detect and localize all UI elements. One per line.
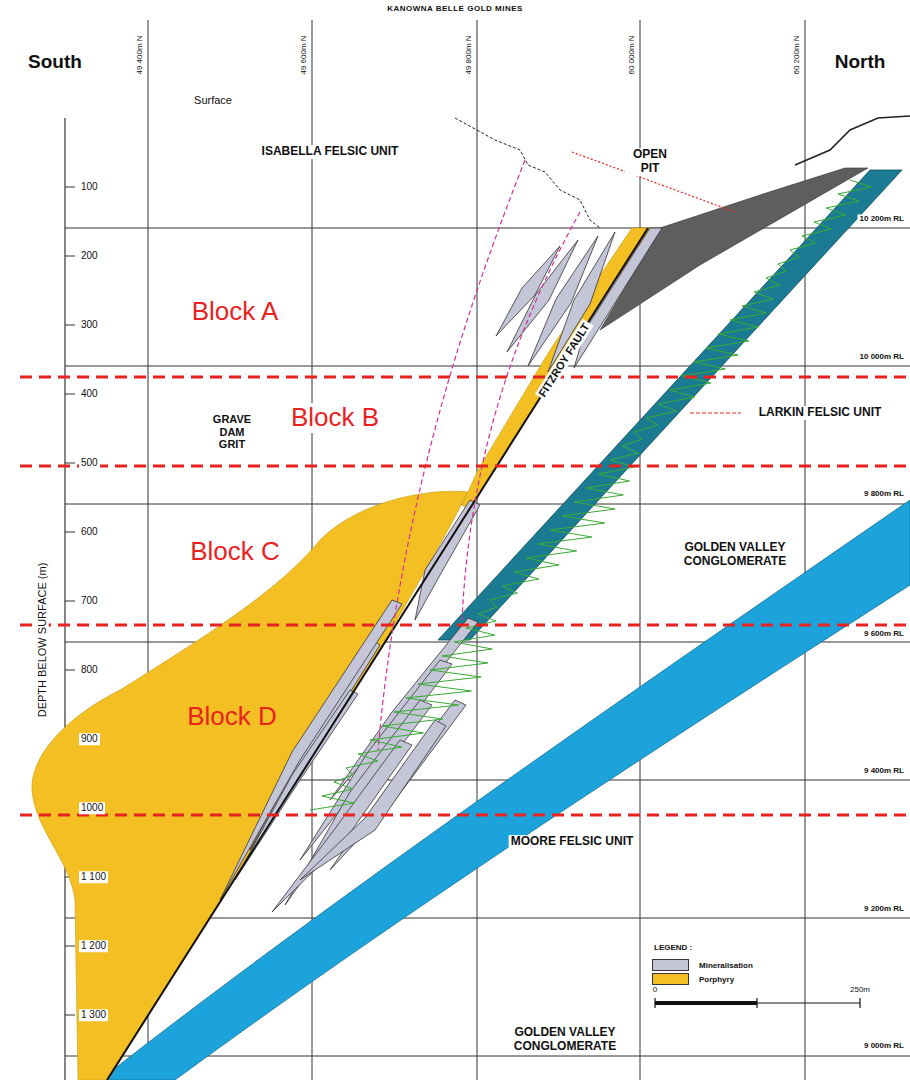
fitzroy-fault bbox=[107, 228, 648, 1080]
lens bbox=[496, 246, 560, 336]
block-label: Block D bbox=[184, 702, 280, 732]
rl-label: 9 800m RL bbox=[862, 489, 906, 498]
porphyry-body bbox=[32, 491, 468, 1080]
depth-label: 600 bbox=[79, 526, 100, 538]
larkin-felsic-band bbox=[438, 170, 902, 640]
surface-profile bbox=[795, 116, 910, 165]
unit-label: LARKIN FELSIC UNIT bbox=[757, 406, 884, 420]
block-label: Block B bbox=[288, 403, 382, 433]
unit-label: GRAVE DAM GRIT bbox=[203, 413, 261, 451]
depth-label: 300 bbox=[79, 319, 100, 331]
legend-swatch bbox=[652, 973, 689, 985]
rl-label: 10 200m RL bbox=[858, 214, 906, 223]
northing-lines bbox=[148, 20, 805, 1080]
depth-label: 400 bbox=[79, 388, 100, 400]
legend-heading: LEGEND : bbox=[652, 943, 694, 952]
scale-label: 0 bbox=[651, 985, 659, 994]
unit-label: GOLDEN VALLEY CONGLOMERATE bbox=[503, 1026, 627, 1054]
legend-text: Mineralisation bbox=[699, 961, 753, 970]
decline-line bbox=[462, 212, 580, 620]
rl-label: 10 000m RL bbox=[858, 352, 906, 361]
depth-axis bbox=[64, 118, 65, 1080]
direction-label: South bbox=[26, 51, 84, 73]
depth-label: 800 bbox=[79, 664, 100, 676]
rl-label: 9 200m RL bbox=[862, 904, 906, 913]
lens bbox=[220, 600, 402, 900]
drill-trace bbox=[310, 180, 871, 810]
unit-label: GOLDEN VALLEY CONGLOMERATE bbox=[673, 541, 797, 569]
legend-swatch bbox=[652, 959, 689, 971]
rl-label: 9 400m RL bbox=[862, 766, 906, 775]
northing-label: 60 000m N bbox=[627, 33, 636, 76]
axis-title: DEPTH BELOW SURFACE (m) bbox=[36, 561, 49, 720]
depth-label: 1 300 bbox=[79, 1009, 108, 1021]
scale-bar bbox=[655, 998, 860, 1008]
scale-label: 250m bbox=[848, 985, 872, 994]
legend-text: Porphyry bbox=[699, 975, 734, 984]
pit-outline bbox=[455, 118, 600, 228]
legend-row: Porphyry bbox=[652, 972, 753, 986]
northing-label: 60 200m N bbox=[792, 33, 801, 76]
decline-line bbox=[378, 160, 525, 750]
scale-bar-fill bbox=[655, 1001, 757, 1005]
northing-label: 49 600m N bbox=[299, 33, 308, 76]
block-boundary bbox=[20, 377, 910, 815]
unit-label: ISABELLA FELSIC UNIT bbox=[260, 145, 401, 159]
leader-line bbox=[690, 412, 741, 413]
northing-label: 49 400m N bbox=[135, 33, 144, 76]
rl-label: 9 000m RL bbox=[862, 1041, 906, 1050]
lens bbox=[415, 500, 480, 620]
block-label: Block C bbox=[187, 537, 283, 567]
unit-label: MOORE FELSIC UNIT bbox=[509, 835, 636, 849]
northing-label: 49 800m N bbox=[464, 33, 473, 76]
depth-label: 1000 bbox=[79, 802, 105, 814]
drill-traces bbox=[310, 180, 871, 810]
depth-label: 1 100 bbox=[79, 871, 108, 883]
mineralisation bbox=[220, 228, 662, 912]
depth-label: 1 200 bbox=[79, 940, 108, 952]
surface-label: Surface bbox=[192, 94, 234, 107]
depth-label: 500 bbox=[79, 457, 100, 469]
legend-row: Mineralisation bbox=[652, 958, 753, 972]
depth-label: 200 bbox=[79, 250, 100, 262]
unit-label: OPEN PIT bbox=[625, 148, 675, 176]
direction-label: North bbox=[833, 51, 888, 73]
depth-label: 700 bbox=[79, 595, 100, 607]
depth-label: 900 bbox=[79, 733, 100, 745]
depth-label: 100 bbox=[79, 181, 100, 193]
lens bbox=[574, 228, 662, 368]
figure-title: KANOWNA BELLE GOLD MINES bbox=[385, 4, 525, 13]
rl-label: 9 600m RL bbox=[862, 629, 906, 638]
block-label: Block A bbox=[189, 297, 282, 327]
legend: MineralisationPorphyry bbox=[652, 958, 753, 986]
